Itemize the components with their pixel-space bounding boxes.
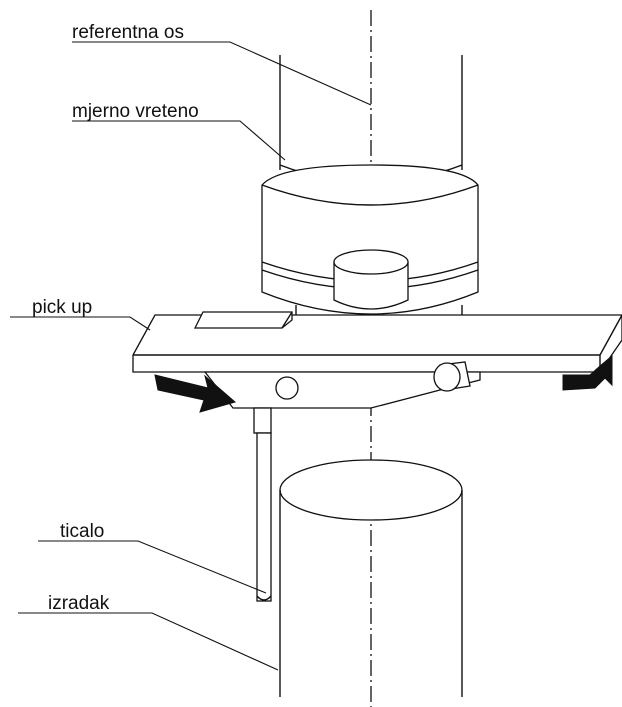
housing-knob: [333, 249, 409, 310]
measuring-spindle: [261, 55, 479, 315]
pivot-hole-icon: [275, 376, 299, 400]
label-reference-axis: referentna os: [72, 22, 184, 43]
label-pickup: pick up: [32, 297, 92, 318]
pickup-plate: [132, 311, 622, 373]
rotation-arrow-right-icon: [562, 354, 613, 391]
label-stylus: ticalo: [60, 521, 104, 542]
rotation-arrow-left-icon: [154, 374, 237, 413]
label-spindle: mjerno vreteno: [72, 101, 199, 122]
leader-lines: [10, 41, 372, 671]
label-workpiece: izradak: [48, 593, 110, 614]
workpiece: [279, 459, 463, 697]
pickup-carriage: [203, 361, 481, 409]
stylus: [253, 407, 272, 602]
